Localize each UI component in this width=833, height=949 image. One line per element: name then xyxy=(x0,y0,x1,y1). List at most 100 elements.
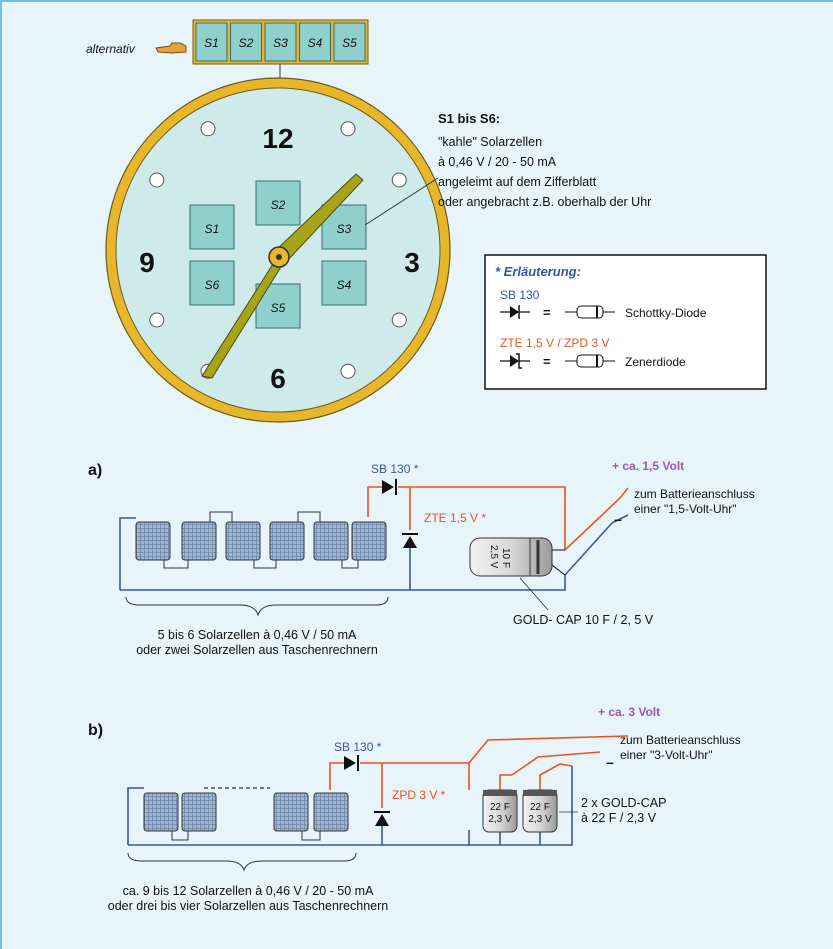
circuit-a-cells-2: oder zwei Solarzellen aus Taschenrechner… xyxy=(136,643,378,657)
annotation-line-2: à 0,46 V / 20 - 50 mA xyxy=(438,155,557,169)
circuit-a-zener-label: ZTE 1,5 V * xyxy=(424,511,486,525)
annotation-title: S1 bis S6: xyxy=(438,111,500,126)
clock-hour-dot xyxy=(391,312,407,328)
annotation-line-1: "kahle" Solarzellen xyxy=(438,135,542,149)
circuit-a-cells-1: 5 bis 6 Solarzellen à 0,46 V / 50 mA xyxy=(158,628,357,642)
circuit-a-label: a) xyxy=(88,462,102,479)
circuit-b-voltage: + ca. 3 Volt xyxy=(598,705,660,719)
clock-cell: S2 xyxy=(255,180,301,226)
circuit-b-cap-label-1: 2 x GOLD-CAP xyxy=(581,796,666,810)
circuit-b-solar-cell xyxy=(273,792,309,832)
circuit-b-goldcap-1: 22 F 2,3 V xyxy=(482,789,518,833)
clock-hour-dot xyxy=(340,363,356,379)
clock-cell-label: S1 xyxy=(205,222,220,236)
strip-cell: S2 xyxy=(230,22,262,62)
circuit-b-solar-cell xyxy=(143,792,179,832)
strip-cell: S1 xyxy=(195,22,228,62)
strip-cell-label: S2 xyxy=(239,36,254,50)
strip-cell-label: S4 xyxy=(308,36,323,50)
circuit-b-label: b) xyxy=(88,722,103,739)
circuit-b-diode-label: SB 130 * xyxy=(334,740,382,754)
zener-symbol-icon xyxy=(500,353,530,369)
circuit-a-solar-cell xyxy=(225,521,261,561)
circuit-b-minus: – xyxy=(606,754,614,770)
clock-hour-dot xyxy=(149,172,165,188)
clock-cell-label: S6 xyxy=(205,278,220,292)
clock-cell: S6 xyxy=(189,260,235,306)
circuit-a-target-2: einer "1,5-Volt-Uhr" xyxy=(634,502,737,516)
clock-cell: S1 xyxy=(189,204,235,250)
circuit-a-solar-cell xyxy=(351,521,387,561)
circuit-b-goldcap-2: 22 F 2,3 V xyxy=(522,789,558,833)
circuit-b-cap-label-2: à 22 F / 2,3 V xyxy=(581,811,657,825)
annotation-line-4: oder angebracht z.B. oberhalb der Uhr xyxy=(438,195,651,209)
circuit-a-diode-icon xyxy=(382,479,397,495)
legend-zener-name: Zenerdiode xyxy=(625,355,686,369)
legend-zener-label: ZTE 1,5 V / ZPD 3 V xyxy=(500,336,609,350)
clock-cell-label: S2 xyxy=(271,198,286,212)
schottky-component-icon xyxy=(565,305,615,319)
circuit-b-cap1-text-2: 2,3 V xyxy=(488,814,512,825)
strip-cell-label: S5 xyxy=(342,36,357,50)
alternativ-label: alternativ xyxy=(86,42,136,56)
pointing-hand-icon xyxy=(155,42,187,54)
clock-hour-dot xyxy=(200,121,216,137)
circuit-b-cap2-text: 22 F xyxy=(530,802,550,813)
circuit-b-solar-cell xyxy=(181,792,217,832)
circuit-a: a) SB 130 * ZTE 1,5 V * + ca. 1,5 Volt z… xyxy=(88,459,755,657)
clock-number-6: 6 xyxy=(270,363,286,394)
circuit-b-diode-icon xyxy=(344,755,359,771)
circuit-a-diode-label: SB 130 * xyxy=(371,462,419,476)
clock-number-12: 12 xyxy=(262,123,293,154)
zener-component-icon xyxy=(565,354,615,368)
strip-cell: S3 xyxy=(264,22,297,62)
cell-annotation: S1 bis S6: "kahle" Solarzellen à 0,46 V … xyxy=(364,111,651,226)
clock-cell: S4 xyxy=(321,260,367,306)
legend-title: * Erläuterung: xyxy=(495,264,581,279)
clock-cell-label: S4 xyxy=(337,278,352,292)
legend-diode-name: Schottky-Diode xyxy=(625,306,707,320)
circuit-a-cap-label: GOLD- CAP 10 F / 2, 5 V xyxy=(513,613,654,627)
strip-cell: S4 xyxy=(299,22,331,62)
circuit-a-solar-cell xyxy=(313,521,349,561)
alternative-strip: alternativ S1 S2 S3 S4 S5 xyxy=(86,19,369,65)
clock-number-9: 9 xyxy=(139,247,155,278)
circuit-b-cap1-text: 22 F xyxy=(490,802,510,813)
legend-diode-label: SB 130 xyxy=(500,288,540,302)
circuit-a-target-1: zum Batterieanschluss xyxy=(634,487,755,501)
strip-cell: S5 xyxy=(333,22,366,62)
legend-box: * Erläuterung: SB 130 = Schottky-Diode Z… xyxy=(484,254,767,390)
legend-equals-2: = xyxy=(543,354,551,369)
circuit-a-voltage: + ca. 1,5 Volt xyxy=(612,459,684,473)
annotation-line-3: angeleimt auf dem Zifferblatt xyxy=(438,175,597,189)
clock-hour-dot xyxy=(391,172,407,188)
circuit-b-target-2: einer "3-Volt-Uhr" xyxy=(620,748,713,762)
circuit-a-cap-text: 10 F xyxy=(500,548,511,568)
clock-hour-dot xyxy=(340,121,356,137)
strip-cell-label: S3 xyxy=(273,36,288,50)
circuit-b-cells-1: ca. 9 bis 12 Solarzellen à 0,46 V / 20 -… xyxy=(123,884,374,898)
clock-cell-label: S3 xyxy=(337,222,352,236)
circuit-a-cap-text-2: 2,5 V xyxy=(488,545,499,569)
circuit-b-cap2-text-2: 2,3 V xyxy=(528,814,552,825)
circuit-b-solar-cell xyxy=(313,792,349,832)
circuit-a-solar-cell xyxy=(135,521,171,561)
circuit-a-solar-cell xyxy=(269,521,305,561)
strip-cell-label: S1 xyxy=(204,36,219,50)
circuit-a-minus: – xyxy=(614,511,622,527)
circuit-a-goldcap: 10 F 2,5 V xyxy=(469,537,566,577)
circuit-a-zener-icon xyxy=(402,533,418,548)
legend-equals-1: = xyxy=(543,305,551,320)
clock-hour-dot xyxy=(149,312,165,328)
circuit-b-target-1: zum Batterieanschluss xyxy=(620,733,741,747)
schottky-symbol-icon xyxy=(500,305,530,319)
circuit-b-cells-2: oder drei bis vier Solarzellen aus Tasch… xyxy=(108,899,389,913)
clock-number-3: 3 xyxy=(404,247,420,278)
circuit-b: b) SB 130 * ZPD 3 V * + ca. 3 Volt zum B… xyxy=(88,705,741,913)
circuit-b-zener-icon xyxy=(374,811,390,826)
clock-cell-label: S5 xyxy=(271,301,286,315)
circuit-a-solar-cell xyxy=(181,521,217,561)
